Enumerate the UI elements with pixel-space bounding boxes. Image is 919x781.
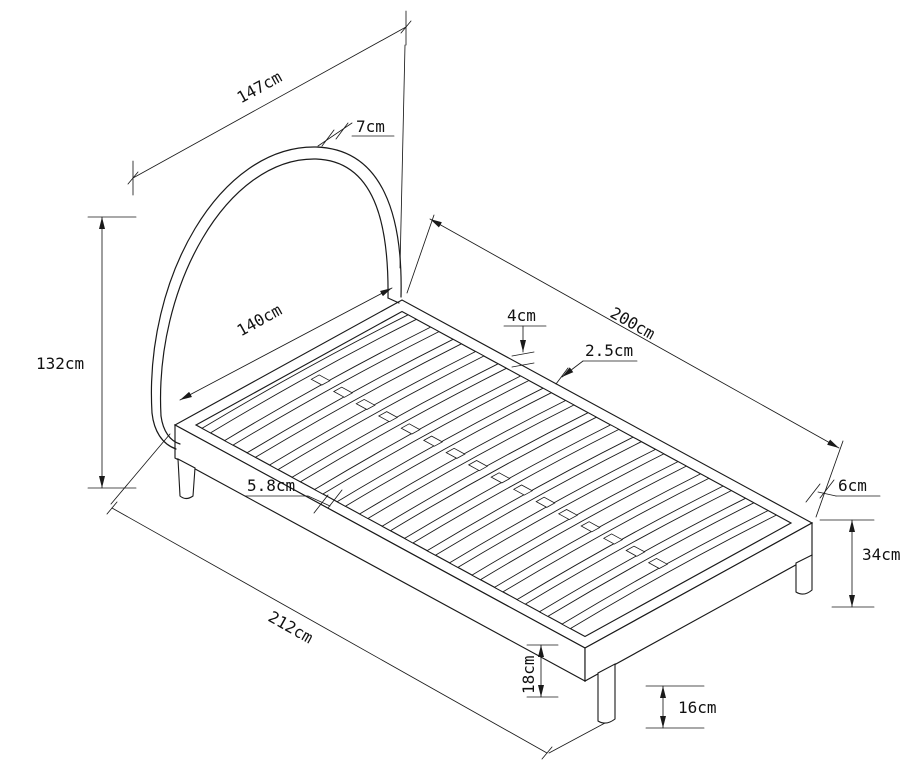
dim-label-sleeping-length: 200cm bbox=[607, 303, 658, 343]
slat bbox=[493, 473, 710, 593]
dim-oblique bbox=[541, 746, 553, 760]
slat bbox=[538, 497, 755, 617]
leg-foot-far bbox=[795, 554, 813, 595]
slat bbox=[448, 448, 665, 568]
dim-extension bbox=[548, 722, 606, 754]
dim-leader bbox=[317, 122, 353, 147]
dim-label-foot-rail-height: 18cm bbox=[519, 655, 538, 694]
center-rail-segment bbox=[400, 423, 421, 435]
legs bbox=[177, 458, 813, 724]
leg-foot-near bbox=[597, 663, 616, 724]
dim-base-height: 34cm bbox=[819, 519, 901, 608]
slat bbox=[471, 461, 688, 581]
headboard-base-outer bbox=[151, 412, 177, 450]
center-rail-segment bbox=[535, 496, 556, 508]
dim-oblique bbox=[106, 501, 118, 515]
center-rail-segment bbox=[602, 533, 624, 545]
dim-leader bbox=[307, 495, 331, 507]
dim-line bbox=[132, 26, 407, 179]
dim-leader bbox=[561, 360, 584, 378]
center-rail-segment bbox=[355, 398, 376, 410]
dim-extension bbox=[406, 214, 435, 294]
dim-label-headboard-width: 147cm bbox=[234, 67, 285, 107]
dim-label-overall-length: 212cm bbox=[265, 607, 316, 647]
dim-rail-width: 6cm bbox=[805, 476, 881, 503]
slat bbox=[561, 510, 778, 630]
headboard-base-inner bbox=[160, 415, 181, 445]
dim-extension bbox=[399, 44, 406, 269]
dim-label-inner-width: 140cm bbox=[234, 300, 285, 340]
dim-oblique bbox=[400, 20, 412, 34]
dim-tick bbox=[511, 362, 535, 368]
dim-headboard-thickness: 7cm bbox=[317, 117, 395, 147]
dim-line bbox=[429, 218, 840, 449]
dim-label-rail-width: 6cm bbox=[838, 476, 867, 495]
dim-headboard-height: 132cm bbox=[36, 216, 137, 489]
center-rail-segment bbox=[445, 447, 466, 459]
dim-label-headboard-height: 132cm bbox=[36, 354, 84, 373]
headboard bbox=[150, 146, 402, 450]
dim-headboard-width: 147cm bbox=[127, 10, 412, 269]
dim-oblique bbox=[335, 122, 349, 140]
center-rail-segment bbox=[580, 521, 601, 533]
dim-leg-height: 16cm bbox=[645, 685, 717, 729]
dim-slat-width: 5.8cm bbox=[244, 476, 343, 514]
dim-tick bbox=[511, 351, 535, 357]
center-rail-segment bbox=[512, 484, 534, 496]
headboard-right-base-edge bbox=[387, 297, 400, 304]
dim-foot-rail-height: 18cm bbox=[519, 644, 559, 698]
dim-extension bbox=[815, 440, 844, 518]
center-rail-segment bbox=[490, 472, 511, 484]
center-rail-segment bbox=[557, 509, 579, 521]
dim-label-slat-thickness: 4cm bbox=[507, 306, 536, 325]
dim-label-headboard-thickness: 7cm bbox=[356, 117, 385, 136]
dim-slat-thickness: 4cm bbox=[503, 306, 547, 368]
dim-label-leg-height: 16cm bbox=[678, 698, 717, 717]
dim-line bbox=[111, 507, 548, 754]
dim-oblique bbox=[555, 367, 569, 385]
dim-extension bbox=[110, 433, 171, 505]
dim-leader bbox=[817, 491, 837, 497]
dim-oblique bbox=[321, 129, 335, 147]
dim-label-slat-width: 5.8cm bbox=[247, 476, 295, 495]
dim-oblique bbox=[819, 479, 835, 499]
center-rail-segment bbox=[625, 545, 646, 557]
dim-oblique bbox=[127, 171, 139, 185]
headboard-inner-arc bbox=[159, 158, 389, 417]
center-rail-segment bbox=[467, 460, 489, 472]
center-rail-segment bbox=[647, 557, 669, 569]
dim-oblique bbox=[327, 489, 343, 509]
dim-oblique bbox=[313, 494, 329, 514]
headboard-outer-arc bbox=[150, 146, 402, 414]
leg-head-left bbox=[177, 458, 196, 500]
dim-line bbox=[179, 287, 393, 401]
slat bbox=[516, 485, 733, 605]
dim-label-rail-lip: 2.5cm bbox=[585, 341, 633, 360]
dim-label-base-height: 34cm bbox=[862, 545, 901, 564]
center-rail-segment bbox=[377, 411, 399, 423]
dim-oblique bbox=[805, 483, 821, 503]
dim-rail-lip: 2.5cm bbox=[555, 341, 638, 385]
